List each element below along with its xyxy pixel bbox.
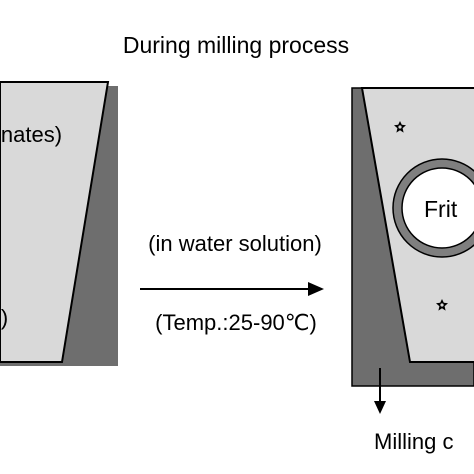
process-arrow: (in water solution) (Temp.:25-90℃) [140,231,324,335]
frit-label: Frit [424,196,458,222]
frit-particle: Frit [392,158,474,258]
particle-star-icon [436,299,448,311]
process-arrow-head-icon [308,282,324,296]
process-arrow-label-bottom: (Temp.:25-90℃) [155,310,317,335]
left-vessel-label-bottom: l) [0,305,8,330]
left-vessel-label-top: inates) [0,122,62,147]
outlet-arrow-head-icon [374,401,386,414]
outlet-label: Milling c [374,429,453,454]
process-arrow-label-top: (in water solution) [148,231,322,256]
frit-core [401,167,474,249]
diagram-title: During milling process [123,32,349,58]
right-vessel: Frit Milling c [351,87,474,454]
left-vessel-body [0,81,110,363]
particle-star-icon [394,121,406,133]
left-vessel: inates) l) [0,81,118,366]
